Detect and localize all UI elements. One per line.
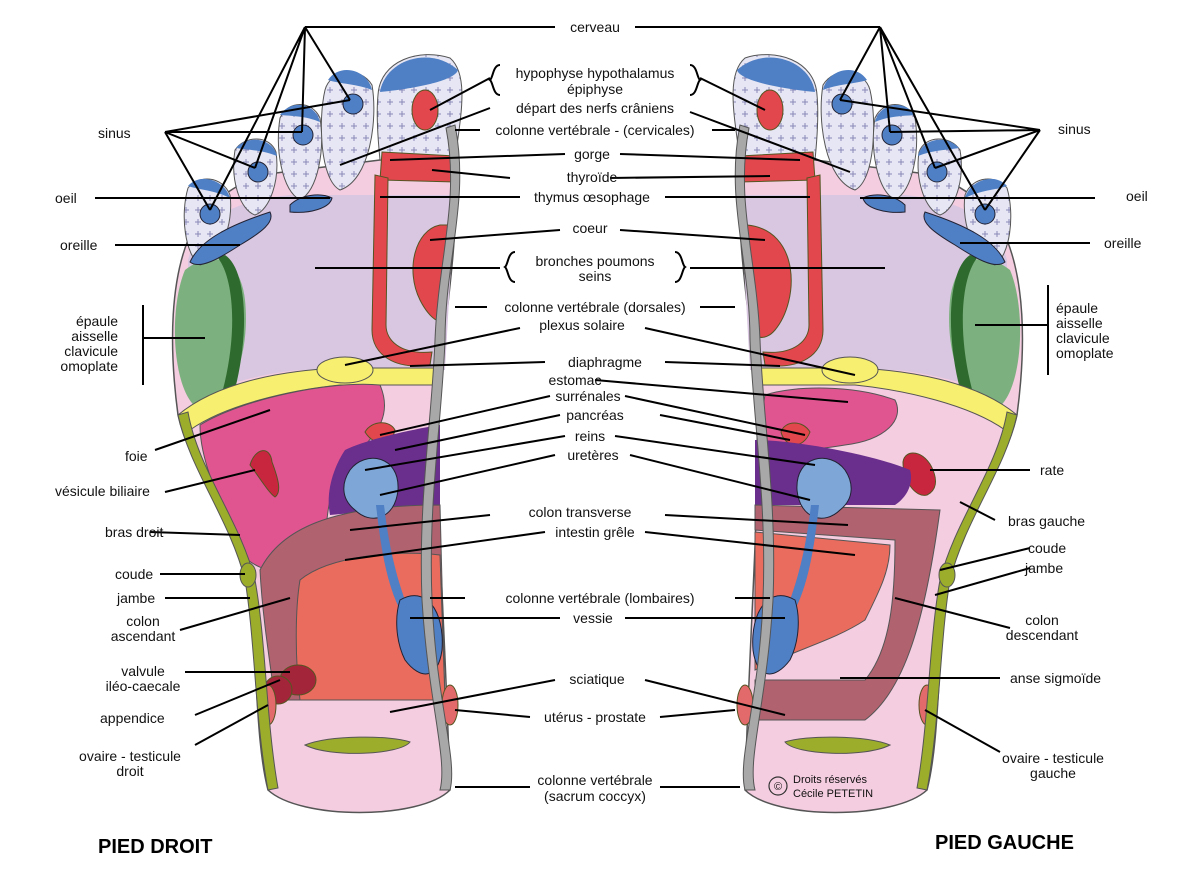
label-epaule-l4: omoplate — [60, 358, 118, 374]
label-rate: rate — [1040, 462, 1064, 478]
label-sinus-l: sinus — [98, 125, 131, 141]
title-pied-gauche: PIED GAUCHE — [935, 832, 1074, 854]
copyright-symbol: © — [774, 781, 782, 793]
label-hypophyse-1: hypophyse hypothalamus — [516, 65, 675, 81]
label-ureteres: uretères — [567, 447, 618, 463]
right-toe-3-cap — [280, 104, 320, 122]
label-oeil-l: oeil — [55, 190, 77, 206]
label-cerveau: cerveau — [570, 19, 620, 35]
right-sinus-dot-1 — [342, 93, 364, 115]
label-intestin: intestin grêle — [555, 524, 635, 540]
label-gorge: gorge — [574, 146, 610, 162]
label-colon-r1: colon — [1025, 612, 1058, 628]
label-colon-transverse: colon transverse — [529, 504, 632, 520]
label-uterus: utérus - prostate — [544, 709, 646, 725]
label-dorsales: colonne vertébrale (dorsales) — [504, 299, 685, 315]
right-solar-plexus — [316, 356, 374, 384]
label-colon-r2: descendant — [1006, 627, 1079, 643]
label-hypophyse-2: épiphyse — [567, 81, 623, 97]
label-bronches-1: bronches poumons — [535, 253, 654, 269]
label-epaule-l1: épaule — [76, 313, 118, 329]
right-thymus-tube — [371, 174, 433, 367]
label-surrenales: surrénales — [555, 388, 620, 404]
title-pied-droit: PIED DROIT — [98, 836, 212, 858]
leader-lines — [95, 26, 1095, 788]
label-vesicule: vésicule biliaire — [55, 483, 150, 499]
right-gallbladder — [249, 450, 280, 498]
label-sciatique: sciatique — [569, 671, 624, 687]
center-labels: cerveau hypophyse hypothalamus épiphyse … — [495, 19, 694, 804]
label-anse: anse sigmoïde — [1010, 670, 1101, 686]
right-foot — [171, 54, 463, 814]
right-pituitary — [411, 89, 439, 131]
right-big-toe-cap — [380, 57, 458, 92]
label-thyroide: thyroïde — [567, 169, 618, 185]
label-coeur: coeur — [572, 220, 607, 236]
label-ovaire-r2: gauche — [1030, 765, 1076, 781]
copyright: © Droits réservés Cécile PETETIN — [768, 774, 873, 800]
label-oeil-r: oeil — [1126, 188, 1148, 204]
label-pancreas: pancréas — [566, 407, 624, 423]
right-sinus-dot-3 — [247, 161, 269, 183]
label-thymus: thymus œsophage — [534, 189, 650, 205]
label-epaule-l2: aisselle — [71, 328, 118, 344]
label-epaule-r2: aisselle — [1056, 315, 1103, 331]
copyright-circle — [768, 776, 788, 796]
label-reins: reins — [575, 428, 605, 444]
label-valvule-2: iléo-caecale — [106, 678, 181, 694]
label-plexus: plexus solaire — [539, 317, 625, 333]
label-cervicales: colonne vertébrale - (cervicales) — [495, 122, 694, 138]
right-throat — [379, 151, 456, 183]
right-shoulder-dark — [218, 255, 245, 400]
label-foie: foie — [125, 448, 148, 464]
label-epaule-r3: clavicule — [1056, 330, 1110, 346]
right-sciatic — [303, 736, 411, 754]
label-bras-gauche: bras gauche — [1008, 513, 1085, 529]
label-colon-l2: ascendant — [111, 628, 176, 644]
label-ovaire-r1: ovaire - testicule — [1002, 750, 1104, 766]
label-epaule-r4: omoplate — [1056, 345, 1114, 361]
right-foot-labels: sinus oeil oreille épaule aisselle clavi… — [55, 125, 181, 779]
right-eye-dot — [199, 203, 221, 225]
label-coude-l: coude — [115, 566, 153, 582]
label-bras-droit: bras droit — [105, 524, 163, 540]
label-vessie: vessie — [573, 610, 613, 626]
label-appendice: appendice — [100, 710, 165, 726]
label-sacrum-1: colonne vertébrale — [537, 772, 652, 788]
label-epaule-r1: épaule — [1056, 300, 1098, 316]
label-oreille-r: oreille — [1104, 235, 1142, 251]
label-epaule-l3: clavicule — [64, 343, 118, 359]
left-foot — [732, 54, 1024, 814]
copyright-line-1: Droits réservés — [793, 774, 867, 786]
right-toe-2-cap — [328, 69, 372, 90]
label-lombaires: colonne vertébrale (lombaires) — [505, 590, 694, 606]
label-sinus-r: sinus — [1058, 121, 1091, 137]
label-valvule-1: valvule — [121, 663, 165, 679]
label-oreille-l: oreille — [60, 237, 98, 253]
copyright-line-2: Cécile PETETIN — [793, 788, 873, 800]
label-ovaire-l2: droit — [116, 763, 143, 779]
right-kidney — [343, 457, 399, 519]
label-bronches-2: seins — [579, 268, 612, 284]
right-ureter — [376, 505, 408, 610]
label-sacrum-2: (sacrum coccyx) — [544, 788, 646, 804]
label-colon-l1: colon — [126, 613, 159, 629]
right-toe-4-cap — [236, 139, 277, 156]
left-foot-labels: sinus oeil oreille épaule aisselle clavi… — [1002, 121, 1148, 781]
right-ear-pad — [189, 211, 272, 266]
label-estomac: estomac — [549, 372, 602, 388]
label-coude-r: coude — [1028, 540, 1066, 556]
label-diaphragme: diaphragme — [568, 354, 642, 370]
label-jambe-l: jambe — [116, 590, 155, 606]
right-spine — [420, 124, 461, 791]
label-jambe-r: jambe — [1024, 560, 1063, 576]
label-nerfs: départ des nerfs crâniens — [516, 100, 674, 116]
label-ovaire-l1: ovaire - testicule — [79, 748, 181, 764]
